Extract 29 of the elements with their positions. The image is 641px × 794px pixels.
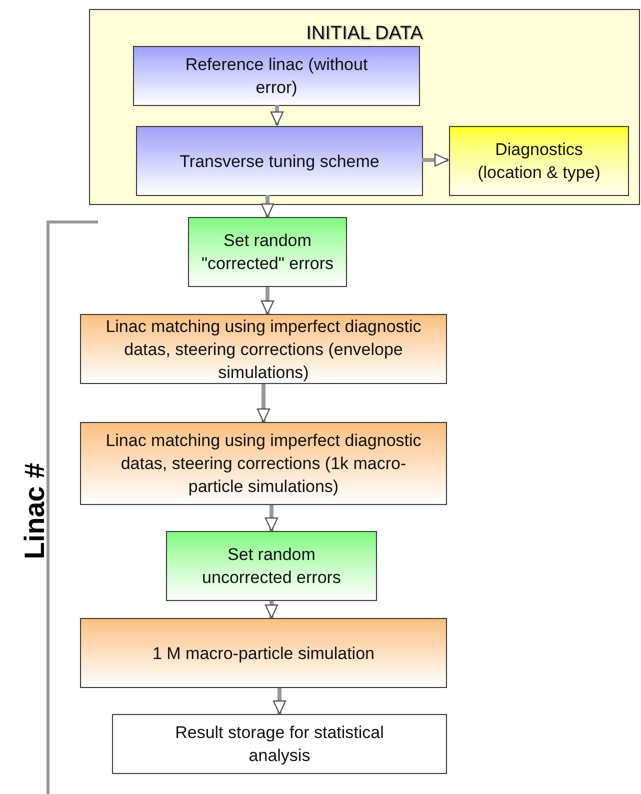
arrow bbox=[270, 105, 284, 126]
process-box bbox=[166, 531, 377, 601]
process-box bbox=[449, 126, 629, 196]
process-box bbox=[136, 126, 423, 196]
box-label: Linac matching using imperfect diagnostic datas, steering corrections (1k macro-particle simulations) bbox=[104, 430, 422, 498]
process-box bbox=[80, 314, 447, 384]
arrow bbox=[264, 601, 278, 619]
box-label: Linac matching using imperfect diagnostic datas, steering corrections (envelope simulations) bbox=[104, 316, 422, 384]
box-label: Result storage for statistical analysis bbox=[174, 722, 385, 767]
process-box bbox=[80, 618, 447, 688]
side-label: Linac # bbox=[18, 462, 51, 562]
box-label: Set random "corrected" errors bbox=[200, 230, 335, 275]
box-label: Reference linac (without error) bbox=[184, 54, 369, 99]
arrow bbox=[260, 287, 274, 315]
group-title: INITIAL DATA bbox=[305, 22, 424, 46]
arrow bbox=[422, 153, 449, 167]
arrow bbox=[260, 195, 274, 218]
arrow bbox=[256, 384, 270, 423]
process-box bbox=[80, 422, 447, 505]
box-label: Diagnostics (location & type) bbox=[476, 139, 602, 184]
process-box bbox=[133, 46, 420, 106]
group-panel bbox=[89, 9, 640, 205]
process-box bbox=[112, 714, 447, 774]
arrow bbox=[264, 505, 278, 532]
process-box bbox=[188, 217, 347, 287]
box-label: Transverse tuning scheme bbox=[180, 150, 380, 172]
box-label: 1 M macro-particle simulation bbox=[152, 642, 374, 664]
arrow bbox=[272, 688, 286, 715]
box-label: Set random uncorrected errors bbox=[201, 544, 342, 589]
